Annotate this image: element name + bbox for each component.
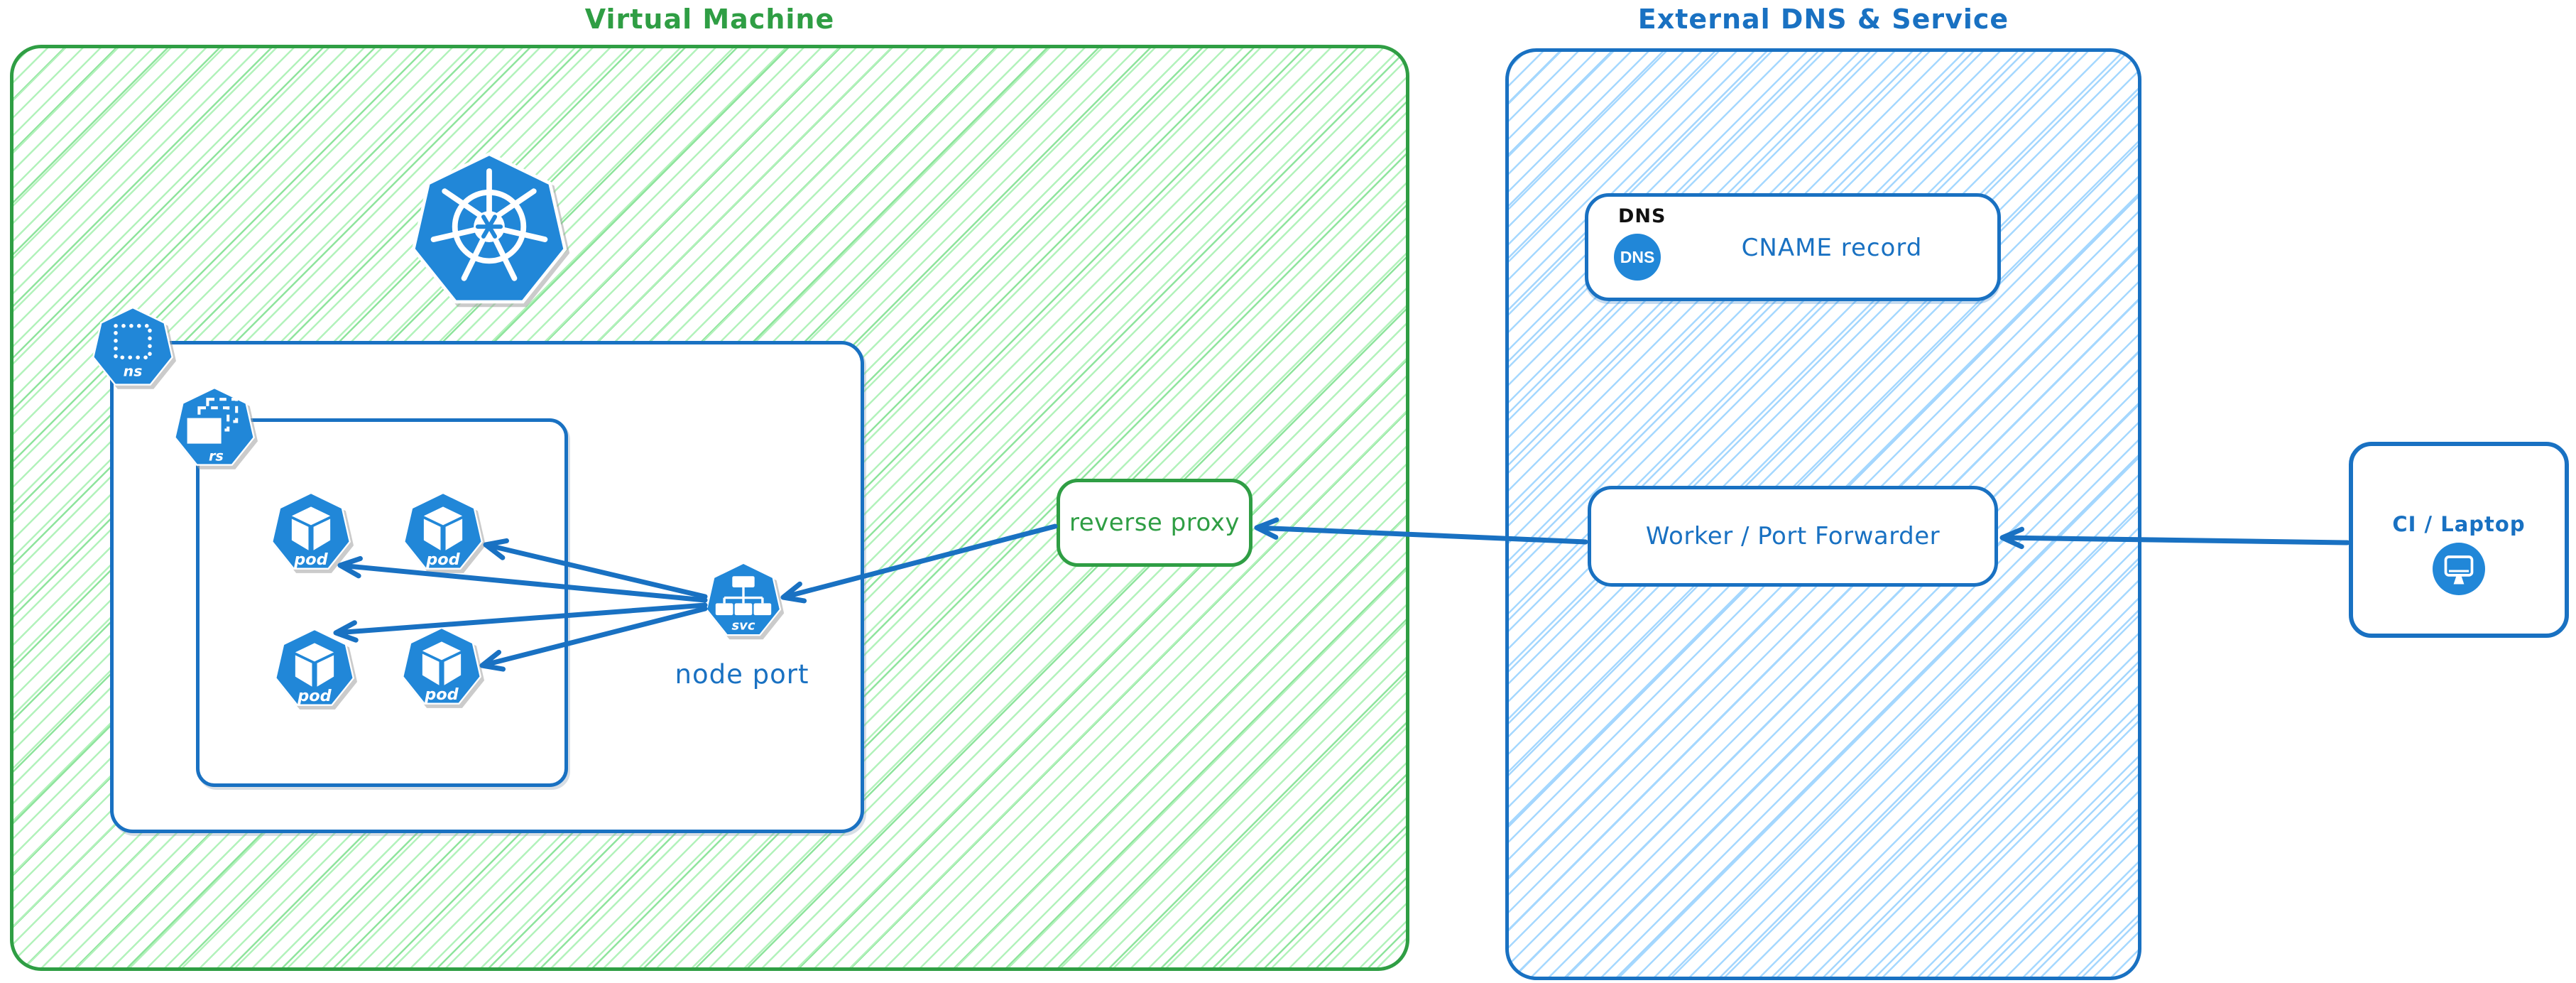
replicaset-icon: rs	[172, 386, 257, 471]
pod-icon-3: pod	[273, 627, 356, 711]
worker-port-forwarder-box: Worker / Port Forwarder	[1588, 486, 1998, 587]
svg-text:rs: rs	[209, 448, 224, 465]
worker-label: Worker / Port Forwarder	[1645, 522, 1941, 550]
external-dns-title: External DNS & Service	[1637, 4, 2009, 35]
replicaset-box	[196, 418, 568, 787]
pod-icon-4: pod	[400, 626, 484, 710]
pod-icon-1: pod	[269, 491, 353, 575]
dns-header: DNS	[1618, 205, 1666, 227]
ci-laptop-label: CI / Laptop	[2392, 512, 2526, 536]
kubernetes-icon	[408, 150, 571, 313]
svg-text:ns: ns	[124, 363, 143, 380]
svg-text:pod: pod	[424, 685, 459, 704]
cname-record-label: CNAME record	[1741, 234, 1923, 262]
node-port-label: node port	[675, 659, 809, 690]
laptop-icon	[2433, 543, 2485, 595]
dns-card: DNS DNS CNAME record	[1585, 193, 2001, 301]
reverse-proxy-box: reverse proxy	[1057, 479, 1252, 567]
svg-text:svc: svc	[732, 618, 755, 633]
svg-text:pod: pod	[425, 550, 460, 569]
namespace-icon: ns	[90, 305, 175, 391]
dns-badge-icon: DNS	[1614, 234, 1661, 281]
service-icon: svc	[704, 561, 783, 641]
reverse-proxy-label: reverse proxy	[1069, 509, 1240, 537]
svg-text:pod: pod	[297, 687, 332, 705]
pod-icon-2: pod	[401, 491, 485, 575]
svg-text:pod: pod	[293, 550, 328, 569]
ci-laptop-box: CI / Laptop	[2349, 442, 2569, 638]
virtual-machine-title: Virtual Machine	[584, 4, 835, 35]
